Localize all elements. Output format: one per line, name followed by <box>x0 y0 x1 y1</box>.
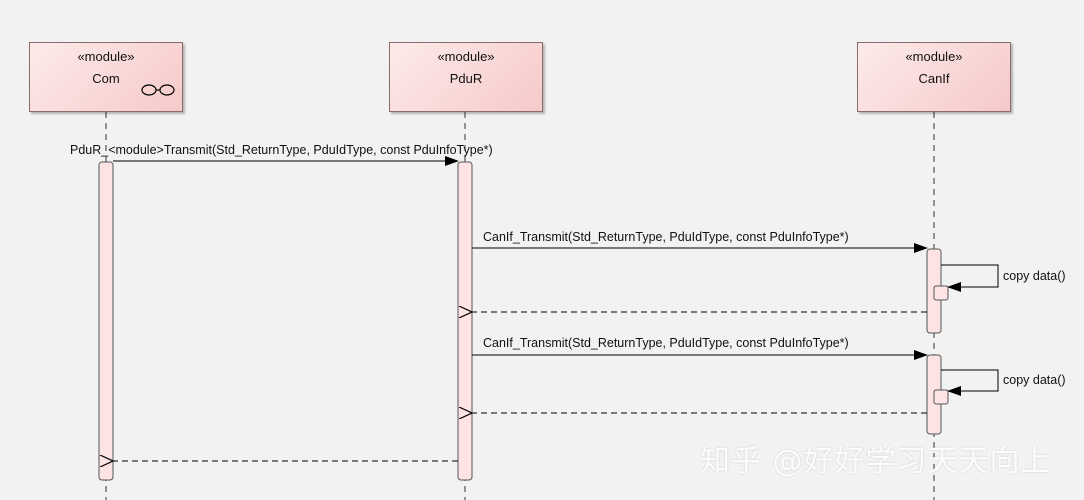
link-icon <box>141 84 175 96</box>
activation-pdur <box>457 161 473 481</box>
self-call-arrow-m3 <box>941 264 999 292</box>
stereotype-label: «module» <box>905 49 963 64</box>
watermark: 知乎 @好好学习天天向上 <box>700 444 1052 479</box>
lifeline-name: Com <box>92 71 120 86</box>
nested-activation-canif-2 <box>933 389 949 405</box>
message-label-m5: CanIf_Transmit(Std_ReturnType, PduIdType… <box>483 336 849 350</box>
self-call-label-m3: copy data() <box>1003 269 1066 283</box>
message-label-m1: PduR_<module>Transmit(Std_ReturnType, Pd… <box>70 143 493 157</box>
message-label-m2: CanIf_Transmit(Std_ReturnType, PduIdType… <box>483 230 849 244</box>
lifeline-head-com[interactable]: «module» Com <box>29 42 183 112</box>
lifeline-head-pdur[interactable]: «module» PduR <box>389 42 543 112</box>
self-call-label-m6: copy data() <box>1003 373 1066 387</box>
lifeline-head-canif[interactable]: «module» CanIf <box>857 42 1011 112</box>
activation-com <box>98 161 114 481</box>
lifeline-name: PduR <box>449 71 483 86</box>
lifeline-name: CanIf <box>918 71 950 86</box>
stereotype-label: «module» <box>77 49 135 64</box>
nested-activation-canif-1 <box>933 285 949 301</box>
self-call-arrow-m6 <box>941 369 999 396</box>
stereotype-label: «module» <box>437 49 495 64</box>
